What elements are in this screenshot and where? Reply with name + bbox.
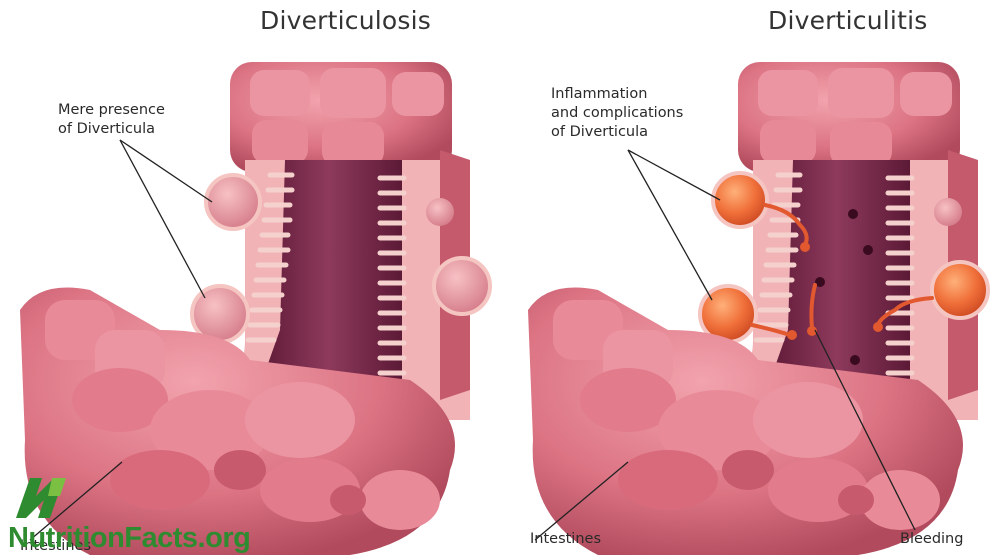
left-panel-title: Diverticulosis [260, 6, 431, 35]
left-callout-label: Mere presence of Diverticula [58, 101, 165, 139]
right-callout-label: Inflammation and complications of Divert… [551, 85, 683, 142]
nutritionfacts-watermark[interactable]: NutritionFacts.org [8, 522, 250, 555]
right-panel-title: Diverticulitis [768, 6, 927, 35]
bleeding-label: Bleeding [900, 530, 963, 549]
right-intestines-label: Intestines [530, 530, 601, 549]
